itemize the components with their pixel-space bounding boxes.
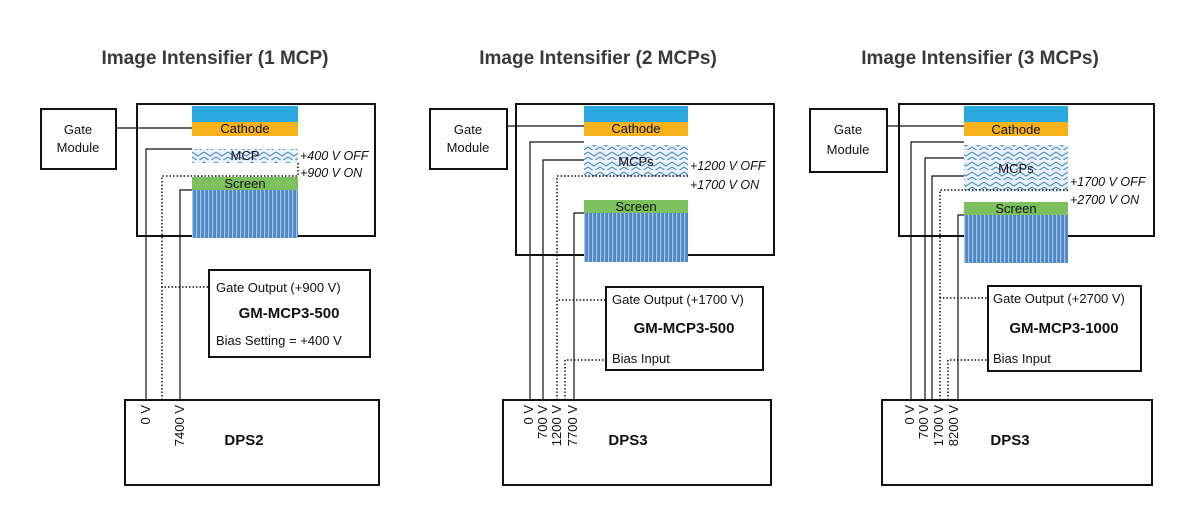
mcp-stack: [964, 145, 1068, 192]
cathode-layer: [584, 122, 688, 136]
gate-module-label-line2: Module: [57, 140, 100, 155]
screen-layer: [192, 177, 298, 190]
gate-module-label-line2: Module: [447, 140, 490, 155]
cathode-label: Cathode: [611, 121, 660, 136]
panel-title: Image Intensifier (3 MCPs): [861, 48, 1099, 69]
screen-layer: [964, 202, 1068, 215]
wire-screen: [179, 189, 192, 400]
voltage-off-label: +1700 V OFF: [1070, 175, 1147, 189]
cathode-label: Cathode: [220, 121, 269, 136]
tap-label: 0 V: [902, 405, 917, 425]
tap-label: 0 V: [521, 405, 536, 425]
gate-output-wire: [556, 299, 608, 400]
cathode-layer: [192, 122, 298, 136]
bias-input-wire: [564, 359, 608, 400]
screen-label: Screen: [224, 176, 265, 191]
mcp-label: MCPs: [618, 154, 654, 169]
cathode-layer: [964, 122, 1068, 136]
gate-output-wire: [161, 286, 211, 400]
wire-0v: [910, 141, 964, 400]
phosphor-fiber-optic: [964, 215, 1068, 263]
bias-label: Bias Setting = +400 V: [216, 333, 342, 348]
gate-module-unit: [605, 286, 764, 371]
wire-screen: [573, 212, 584, 400]
mcp-output-wire: [161, 163, 299, 287]
gate-module-unit: [208, 269, 371, 358]
voltage-on-label: +900 V ON: [300, 166, 363, 180]
cathode-window: [192, 106, 298, 122]
tap-label: 1200 V: [549, 405, 564, 447]
power-supply-box: [881, 399, 1153, 486]
tap-label: 7400 V: [172, 405, 187, 447]
bias-label: Bias Input: [993, 351, 1051, 366]
wire-0v: [145, 148, 192, 400]
mcp-output-wire: [939, 189, 1068, 298]
tap-label: 700 V: [916, 405, 931, 439]
mcp-output-wire: [556, 175, 688, 300]
gate-module-label-line1: Gate: [834, 122, 862, 137]
wire-screen: [957, 214, 964, 400]
power-supply-box: [124, 399, 380, 486]
wire-0v: [529, 141, 584, 400]
voltage-on-label: +2700 V ON: [1070, 193, 1140, 207]
tap-label: 7700 V: [565, 405, 580, 447]
voltage-off-label: +400 V OFF: [300, 149, 370, 163]
tap-label: 8200 V: [946, 405, 961, 447]
cathode-window: [584, 106, 688, 122]
gate-module-label-line2: Module: [827, 142, 870, 157]
wire-700v: [924, 157, 964, 400]
voltage-on-label: +1700 V ON: [690, 178, 760, 192]
screen-label: Screen: [615, 199, 656, 214]
gate-module-box: [809, 108, 888, 173]
model-label: GM-MCP3-1000: [1009, 320, 1118, 337]
wire-700v: [542, 159, 584, 400]
voltage-off-label: +1200 V OFF: [690, 159, 767, 173]
cathode-label: Cathode: [991, 122, 1040, 137]
model-label: GM-MCP3-500: [634, 320, 735, 337]
panel-title: Image Intensifier (2 MCPs): [479, 48, 717, 69]
panel-1mcp: Image Intensifier (1 MCP) Gate Module Ca…: [40, 48, 380, 486]
gate-module-unit: [987, 285, 1142, 372]
mcp-stack: [584, 145, 688, 177]
panel-2mcp: Image Intensifier (2 MCPs) Gate Module C…: [429, 48, 775, 486]
power-supply-label: DPS2: [224, 432, 263, 449]
phosphor-fiber-optic: [192, 190, 298, 238]
gate-module-label-line1: Gate: [64, 122, 92, 137]
mcp-label: MCP: [231, 148, 260, 163]
gate-module-box: [429, 108, 508, 170]
tap-label: 0 V: [138, 405, 153, 425]
gate-module-label-line1: Gate: [454, 122, 482, 137]
mcp-label: MCPs: [998, 161, 1034, 176]
tap-label: 700 V: [535, 405, 550, 439]
power-supply-box: [502, 399, 772, 486]
power-supply-label: DPS3: [990, 432, 1029, 449]
gate-output-label: Gate Output (+2700 V): [993, 291, 1125, 306]
bias-label: Bias Input: [612, 351, 670, 366]
model-label: GM-MCP3-500: [239, 305, 340, 322]
screen-layer: [584, 200, 688, 213]
tap-label: 1700 V: [931, 405, 946, 447]
power-supply-label: DPS3: [608, 432, 647, 449]
cathode-window: [964, 106, 1068, 122]
gate-output-label: Gate Output (+1700 V): [612, 292, 744, 307]
bias-input-wire: [947, 359, 990, 400]
mcp-plate: [192, 149, 298, 163]
gate-output-label: Gate Output (+900 V): [216, 280, 341, 295]
phosphor-fiber-optic: [584, 213, 688, 262]
panel-3mcp: Image Intensifier (3 MCPs) Gate Module C…: [809, 48, 1155, 486]
panel-title: Image Intensifier (1 MCP): [102, 48, 329, 69]
gate-module-box: [40, 108, 117, 170]
wire-1700v: [931, 175, 964, 400]
screen-label: Screen: [995, 201, 1036, 216]
